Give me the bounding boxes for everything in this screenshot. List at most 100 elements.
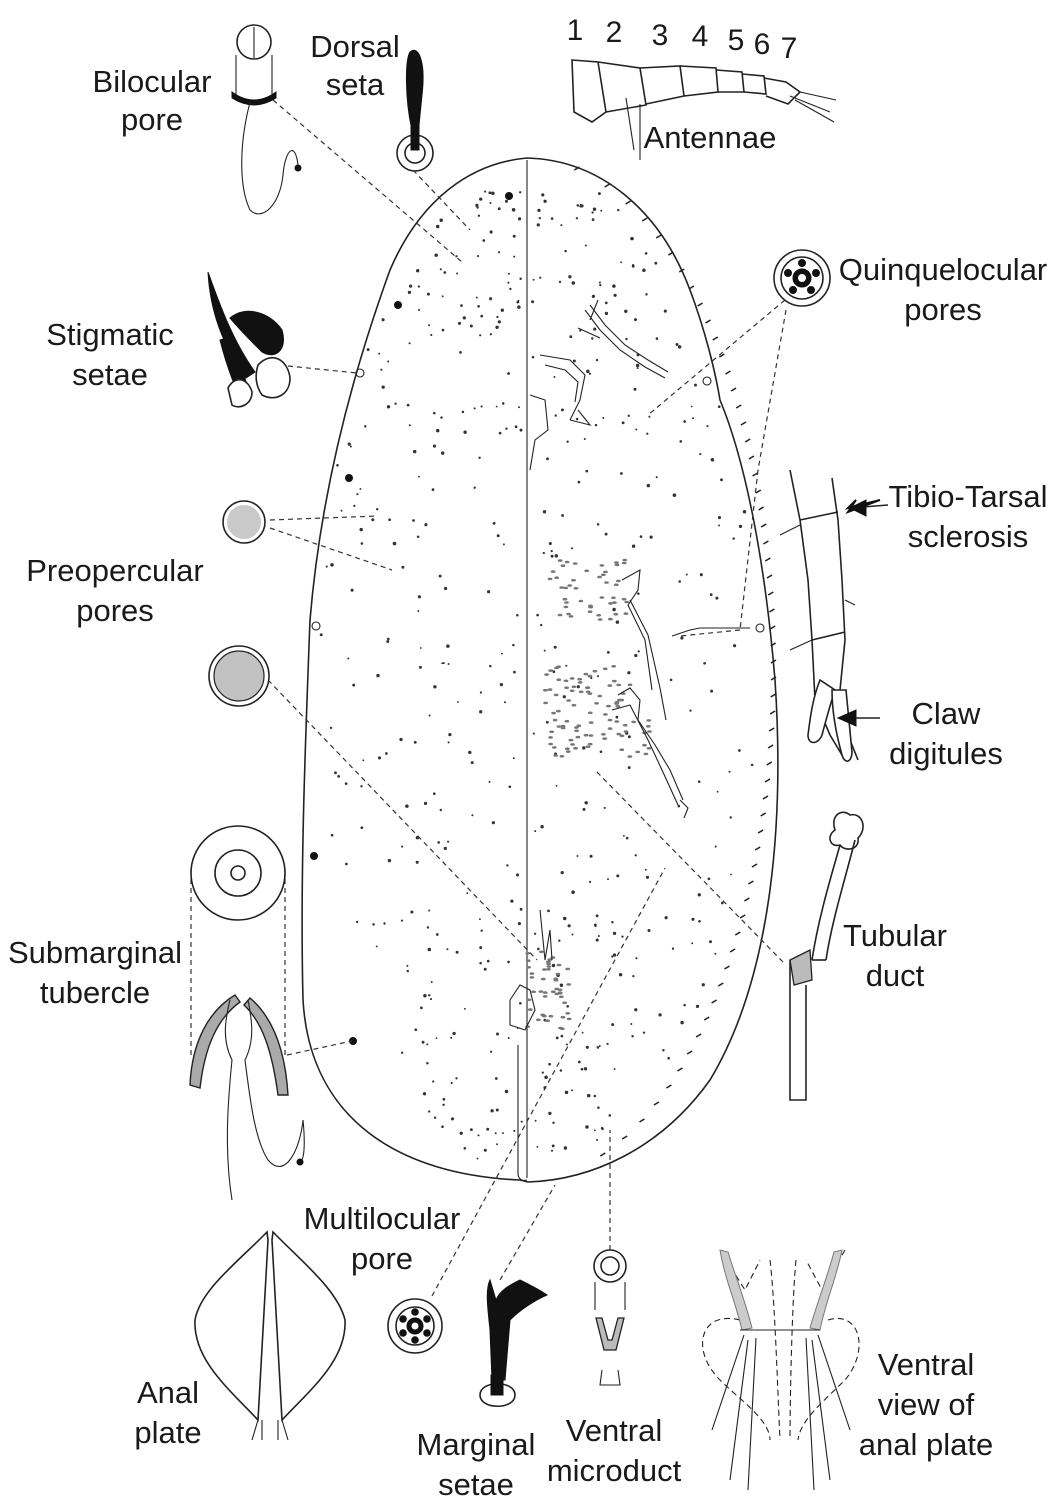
marginal-spine (748, 881, 753, 884)
pore-dot (496, 316, 498, 318)
multilocular-pore-clusters (525, 559, 652, 1030)
antenna-segment-3: 3 (652, 19, 669, 52)
pore-dot (496, 1033, 499, 1036)
body-outline (302, 158, 778, 1182)
multilocular-pore-dot (586, 745, 591, 748)
pore-dot (387, 405, 390, 408)
pore-dot (658, 1013, 661, 1016)
multilocular-pore-dot (624, 612, 629, 615)
pore-dot (428, 948, 432, 952)
pore-dot (409, 424, 411, 426)
multilocular-pore-dot (578, 681, 583, 684)
multilocular-pore-dot (616, 733, 621, 736)
marginal-spine (698, 303, 703, 306)
antenna-segment-5: 5 (728, 24, 745, 57)
multilocular-line2: pore (351, 1241, 413, 1276)
pore-dot (605, 533, 608, 536)
pore-dot (536, 614, 539, 617)
pore-dot (531, 300, 534, 303)
multilocular-pore-dot (628, 755, 633, 758)
label-dorsal-seta: Dorsal seta (310, 29, 400, 102)
pore-dot (498, 251, 500, 253)
tubular-duct-drawing (790, 812, 863, 1100)
multilocular-pore-dot (646, 725, 651, 728)
pore-dot (462, 411, 465, 414)
label-tubular-duct: Tubular duct (843, 918, 947, 993)
pore-dot (376, 945, 378, 947)
pore-dot (595, 424, 598, 427)
pore-dot (448, 741, 450, 743)
pore-dot (551, 555, 554, 558)
pore-dot (385, 752, 388, 755)
pore-dot (515, 425, 518, 428)
pore-dot (648, 416, 650, 418)
pore-dot (513, 757, 515, 759)
pore-dot (347, 657, 349, 659)
pore-dot (433, 792, 436, 795)
pore-dot (495, 326, 498, 329)
pore-dot (596, 938, 599, 941)
pore-dot (612, 608, 616, 612)
pore-dot (356, 493, 358, 495)
pore-dot (665, 916, 668, 919)
multilocular-pore-dot (596, 614, 601, 617)
multilocular-pore-dot (600, 596, 605, 599)
multilocular-pore-dot (560, 755, 565, 758)
pore-dot (455, 1077, 457, 1079)
pore-dot (576, 418, 579, 421)
pore-dot (551, 217, 554, 220)
pore-dot (700, 573, 703, 576)
multilocular-pore-dot (539, 990, 544, 993)
multilocular-pore-dot (558, 992, 563, 995)
multilocular-pore-dot (564, 680, 569, 683)
pore-dot (401, 1052, 403, 1054)
label-ventral-microduct: Ventral microduct (547, 1413, 682, 1488)
pore-dot (508, 785, 511, 788)
pore-dot (552, 1144, 555, 1147)
multilocular-pore-dot (576, 736, 581, 739)
pore-dot (581, 204, 584, 207)
pore-dot (542, 1071, 544, 1073)
pore-dot (393, 542, 397, 546)
pore-dot (481, 930, 483, 932)
pore-dot (484, 968, 487, 971)
multilocular-pore-dot (570, 677, 575, 680)
pore-dot (698, 920, 701, 923)
pore-dot (463, 1147, 466, 1150)
label-stigmatic-setae: Stigmatic setae (46, 317, 173, 392)
pore-dot (508, 273, 510, 275)
label-multilocular-pore: Multilocular pore (304, 1201, 461, 1276)
multilocular-pore-dot (551, 990, 556, 993)
marginal-spine (656, 235, 661, 238)
marginal-spine (726, 371, 731, 374)
multilocular-pore-dot (558, 559, 563, 562)
tubular-line2: duct (866, 958, 925, 993)
pore-dot (627, 671, 630, 674)
pore-dot (428, 909, 430, 911)
pore-dot (564, 1146, 567, 1149)
pore-dot (424, 523, 427, 526)
pore-dot (552, 964, 555, 967)
pore-dot (407, 970, 409, 972)
pore-dot (607, 651, 610, 654)
multilocular-pore-dot (561, 727, 566, 730)
pore-dot (543, 200, 546, 203)
pore-dot (401, 566, 404, 569)
pore-dot (586, 1046, 589, 1049)
pore-dot (635, 429, 637, 431)
multilocular-pore-dot (556, 710, 561, 713)
marginal-spine (756, 490, 761, 493)
body-pore-dots (320, 191, 754, 1160)
multilocular-pore-dot (536, 1019, 541, 1022)
pore-dot (476, 297, 478, 299)
pore-dot (516, 873, 519, 876)
pore-dot (616, 620, 620, 624)
label-preopercular-pores: Preopercular pores (26, 553, 203, 628)
pore-dot (710, 690, 713, 693)
multilocular-pore-dot (526, 959, 531, 962)
multilocular-pore-dot (556, 973, 561, 976)
multilocular-pore-dot (601, 733, 606, 736)
multilocular-pore-dot (647, 730, 652, 733)
multilocular-pore-dot (574, 730, 579, 733)
marginal-spine (706, 320, 711, 323)
